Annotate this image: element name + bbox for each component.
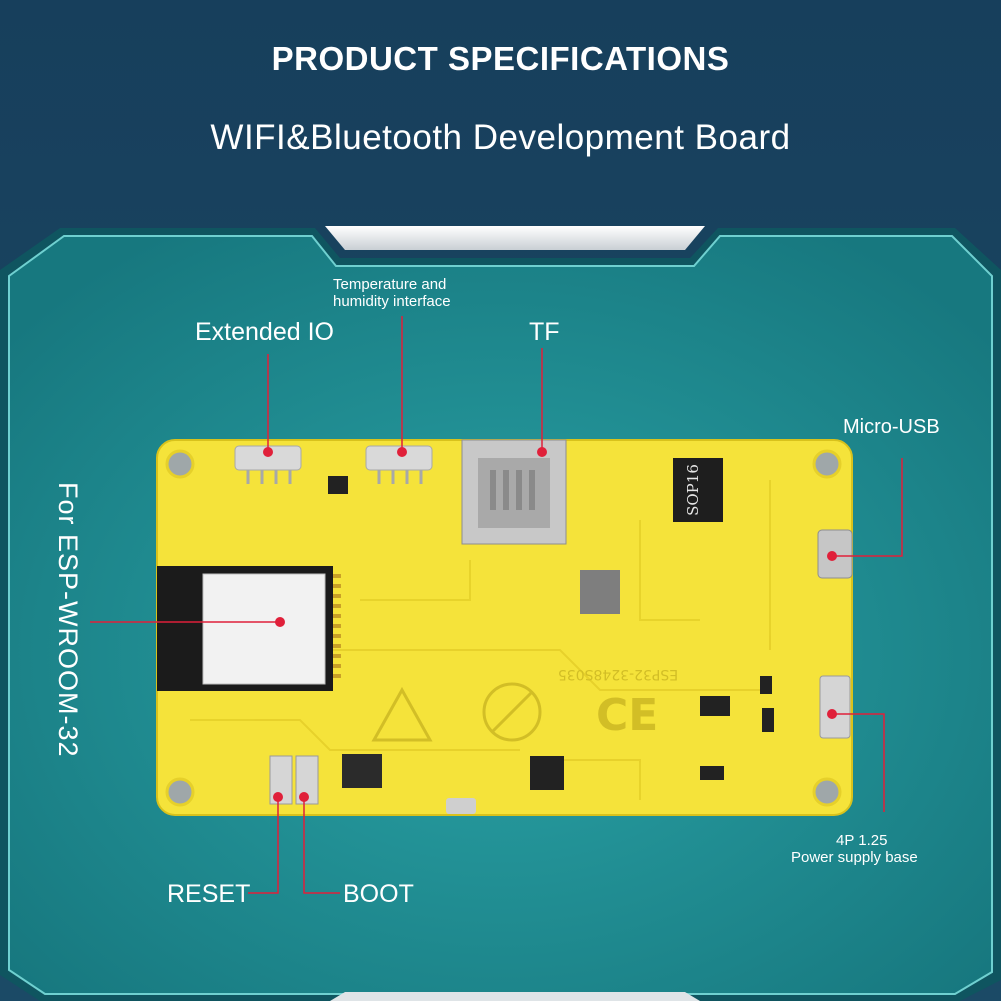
- label-micro-usb: Micro-USB: [843, 416, 940, 438]
- extended-io-connector: [234, 445, 302, 484]
- label-tf: TF: [529, 318, 560, 346]
- top-tab: [325, 226, 705, 250]
- label-esp-module: For ESP-WROOM-32: [53, 482, 83, 758]
- label-extended-io: Extended IO: [195, 318, 334, 346]
- svg-text:SOP16: SOP16: [684, 464, 702, 516]
- temperature-humidity-connector: [365, 445, 433, 484]
- label-power-1: 4P 1.25: [836, 832, 888, 849]
- svg-text:CE: CE: [596, 690, 658, 741]
- svg-text:ESP32-3248S035: ESP32-3248S035: [558, 666, 678, 682]
- label-power-2: Power supply base: [791, 849, 918, 866]
- reset-button-part: [269, 755, 293, 805]
- bottom-tab: [330, 992, 700, 1001]
- mounting-holes: [165, 449, 842, 807]
- sop16-chip: SOP16: [673, 458, 723, 522]
- callout-lines: [90, 316, 903, 894]
- esp-wroom-32-module: [157, 566, 341, 691]
- label-temp-humidity-1: Temperature and: [333, 276, 447, 293]
- boot-button-part: [295, 755, 319, 805]
- tf-card-slot: [461, 439, 567, 545]
- label-reset: RESET: [167, 880, 251, 908]
- power-connector: [819, 675, 851, 739]
- label-temp-humidity-2: humidity interface: [333, 293, 451, 310]
- label-boot: BOOT: [343, 880, 414, 908]
- page-title: PRODUCT SPECIFICATIONS: [271, 40, 730, 77]
- page-subtitle: WIFI&Bluetooth Development Board: [210, 118, 791, 157]
